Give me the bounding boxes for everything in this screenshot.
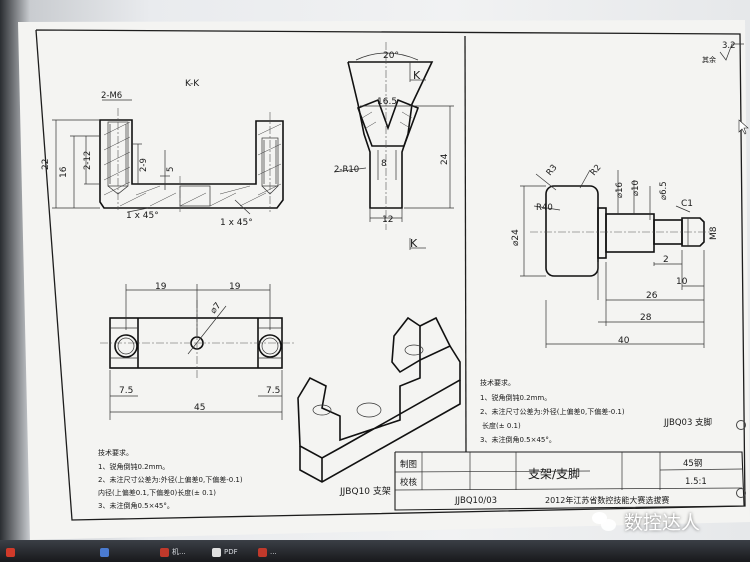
dim-phi-16: ⌀16 <box>615 182 625 198</box>
dim-8: 8 <box>381 159 387 169</box>
tech-req-right: 技术要求。 1、锐角倒钝0.2mm。 2、未注尺寸公差为:外径(上偏差0,下偏差… <box>480 378 625 444</box>
pin-view <box>530 185 712 277</box>
wechat-icon <box>592 510 618 532</box>
paper <box>18 20 750 540</box>
dim-thread-2m6: 2-M6 <box>101 91 122 101</box>
dim-10: 10 <box>676 277 688 287</box>
dim-40: 40 <box>618 336 630 346</box>
dim-phi-10: ⌀10 <box>631 180 641 196</box>
dim-2-r10: 2-R10 <box>334 165 359 175</box>
sheet-divider <box>464 35 467 453</box>
dim-2-9: 2-9 <box>139 158 149 172</box>
dim-26: 26 <box>646 291 658 301</box>
taskbar-item[interactable] <box>20 545 72 559</box>
dim-chamfer-right: 1 x 45° <box>220 218 253 228</box>
dim-phi-24: ⌀24 <box>511 229 521 246</box>
dim-angle-20: 20° <box>383 51 399 61</box>
dim-7-5-left: 7.5 <box>119 386 133 396</box>
title-checked-label: 校核 <box>400 477 418 488</box>
taskbar-item[interactable] <box>112 545 152 559</box>
title-scale: 1.5:1 <box>685 477 707 487</box>
title-drawn-label: 制图 <box>400 459 417 470</box>
dim-5: 5 <box>166 167 176 172</box>
tray-circle-icon <box>736 488 746 498</box>
watermark: 数控达人 <box>592 506 700 536</box>
roughness-label: 其余 <box>702 55 716 64</box>
taskbar-item[interactable]: ... <box>270 548 277 556</box>
dim-19-right: 19 <box>229 282 241 292</box>
isometric-view <box>297 316 461 483</box>
roughness-value: 3.2 <box>722 41 736 51</box>
tech-req-right-title: 技术要求。 <box>480 378 515 387</box>
title-block <box>394 451 745 511</box>
section-title: K-K <box>185 79 200 89</box>
watermark-text: 数控达人 <box>624 511 701 534</box>
tray-circle-icon <box>736 420 746 430</box>
title-material: 45钢 <box>683 458 702 469</box>
mouse-cursor-icon <box>738 119 749 135</box>
app-icon[interactable] <box>100 548 109 557</box>
dim-7-5-right: 7.5 <box>266 386 280 396</box>
view-mark-k-top: K <box>413 69 421 82</box>
start-icon[interactable] <box>6 548 15 557</box>
dim-12: 12 <box>382 215 393 225</box>
dim-phi-6-5: ⌀6.5 <box>659 181 669 200</box>
dim-19-left: 19 <box>155 282 167 292</box>
tech-req-left-item: 3、未注倒角0.5×45°。 <box>98 501 174 510</box>
tech-req-left-title: 技术要求。 <box>98 448 133 457</box>
dim-m8: M8 <box>709 226 719 240</box>
title-part-name: 支架/支脚 <box>528 466 580 481</box>
taskbar <box>0 540 750 562</box>
title-competition: 2012年江苏省数控技能大赛选拔赛 <box>545 495 669 505</box>
section-view-kk <box>99 108 284 214</box>
tech-req-left-item: 1、锐角倒钝0.2mm。 <box>98 462 169 471</box>
dim-45: 45 <box>194 403 205 413</box>
doc-icon[interactable] <box>212 548 221 557</box>
side-view <box>333 42 454 250</box>
tech-req-left: 技术要求。 1、锐角倒钝0.2mm。 2、未注尺寸公差为:外径(上偏差0,下偏差… <box>98 448 243 510</box>
pdf-icon[interactable] <box>258 548 267 557</box>
tech-req-left-item: 内径(上偏差0.1,下偏差0)长度(± 0.1) <box>98 488 216 497</box>
tech-req-right-item: 2、未注尺寸公差为:外径(上偏差0,下偏差-0.1) <box>480 407 625 416</box>
side-tray <box>736 420 746 498</box>
tech-req-right-item: 长度(± 0.1) <box>482 421 521 430</box>
dim-c1: C1 <box>681 199 693 209</box>
tech-req-left-item: 2、未注尺寸公差为:外径(上偏差0,下偏差-0.1) <box>98 475 243 484</box>
dim-r40: R40 <box>536 203 553 213</box>
dim-2-12: 2-12 <box>83 151 93 170</box>
pdf-icon[interactable] <box>160 548 169 557</box>
dim-22: 22 <box>41 159 51 170</box>
top-view <box>100 300 295 380</box>
outer-frame <box>35 29 746 521</box>
title-drawing-code: JJBQ10/03 <box>454 496 497 506</box>
dim-2: 2 <box>663 255 669 265</box>
taskbar-item[interactable]: 机... <box>172 548 186 556</box>
taskbar-item[interactable]: PDF <box>224 548 238 556</box>
tech-req-right-item: 1、锐角倒钝0.2mm。 <box>480 393 551 402</box>
tech-req-right-item: 3、未注倒角0.5×45°。 <box>480 435 556 444</box>
dim-16: 16 <box>59 166 69 178</box>
dim-16-5: 16.5 <box>377 97 397 107</box>
dim-chamfer-left: 1 x 45° <box>126 211 159 221</box>
dim-28: 28 <box>640 313 652 323</box>
part-label-jjbq03: JJBQ03 支脚 <box>663 417 712 428</box>
view-mark-k-bottom: K <box>410 237 418 250</box>
dim-24: 24 <box>440 153 450 165</box>
part-label-jjbq10: JJBQ10 支架 <box>339 485 391 497</box>
roughness-symbol <box>719 43 744 61</box>
